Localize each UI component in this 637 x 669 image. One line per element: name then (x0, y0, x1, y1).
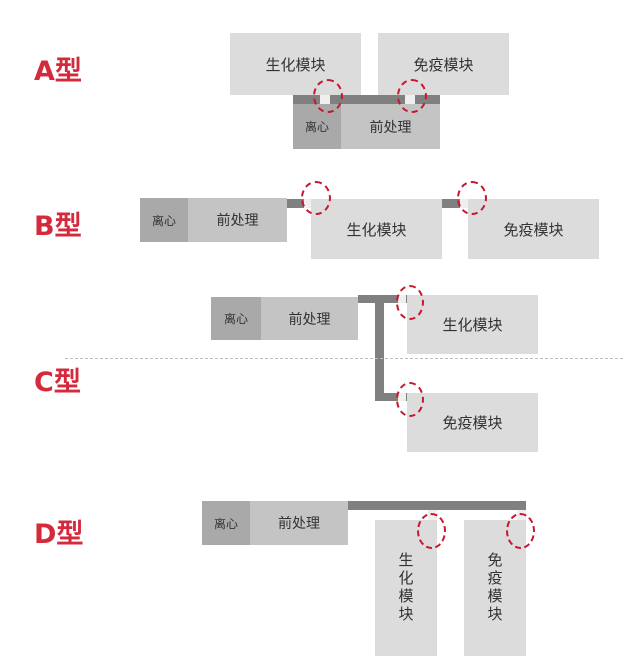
a-pretreat-box: 前处理 (341, 104, 440, 149)
c-divider-line (65, 358, 623, 359)
b-biochem-module: 生化模块 (311, 199, 442, 259)
d-track-drop-1 (428, 501, 437, 517)
b-track-2 (442, 199, 468, 208)
c-highlight-circle-1 (396, 285, 424, 320)
d-pretreat-box: 前处理 (250, 501, 348, 545)
d-highlight-circle-2 (506, 513, 535, 549)
b-pretreat-box: 前处理 (188, 198, 287, 242)
b-immuno-module: 免疫模块 (468, 199, 599, 259)
c-centrifuge-box: 离心 (211, 297, 261, 340)
c-immuno-module: 免疫模块 (407, 393, 538, 452)
type-b-label: B型 (34, 211, 82, 242)
d-centrifuge-box: 离心 (202, 501, 250, 545)
type-c-label: C型 (34, 367, 81, 398)
type-d-label: D型 (34, 519, 84, 550)
b-highlight-circle-1 (301, 181, 331, 215)
c-track-bottom (375, 393, 407, 401)
d-track-drop-2 (517, 501, 526, 517)
a-highlight-circle-2 (397, 79, 427, 113)
a-highlight-circle-1 (313, 79, 343, 113)
type-a-label: A型 (34, 56, 82, 87)
c-pretreat-box: 前处理 (261, 297, 358, 340)
d-track-horizontal (348, 501, 526, 510)
a-biochem-module: 生化模块 (230, 33, 361, 95)
c-highlight-circle-2 (396, 382, 424, 417)
b-highlight-circle-2 (457, 181, 487, 215)
a-immuno-module: 免疫模块 (378, 33, 509, 95)
a-track (293, 95, 440, 104)
b-centrifuge-box: 离心 (140, 198, 188, 242)
b-track-1 (287, 199, 311, 208)
c-track-vertical (375, 295, 384, 401)
d-highlight-circle-1 (417, 513, 446, 549)
c-biochem-module: 生化模块 (407, 295, 538, 354)
